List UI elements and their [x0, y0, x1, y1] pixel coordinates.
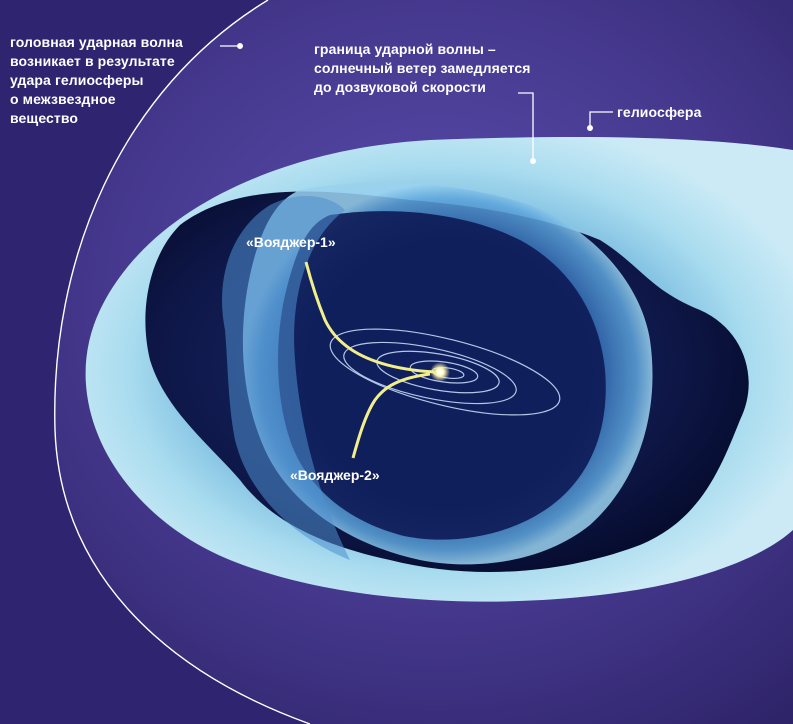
voyager1-label: «Вояджер-1» — [246, 234, 336, 250]
bow-shock-marker — [237, 43, 243, 49]
sun — [438, 370, 443, 375]
termination-shock-label: граница ударной волны – солнечный ветер … — [314, 40, 531, 97]
termination-shock-marker — [530, 158, 536, 164]
heliosphere-label: гелиосфера — [617, 103, 701, 122]
heliosphere-marker — [587, 125, 593, 131]
voyager2-label: «Вояджер-2» — [290, 467, 380, 483]
bow-shock-label: головная ударная волна возникает в резул… — [10, 33, 183, 128]
